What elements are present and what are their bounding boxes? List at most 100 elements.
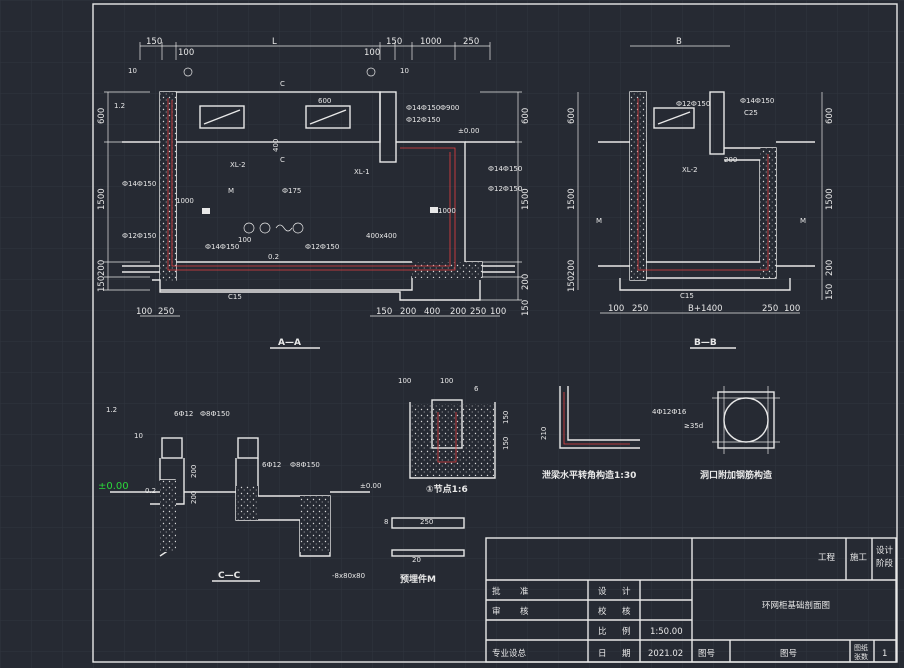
tb-r2-c: 比 [598,626,607,637]
bb-caption: B—B [694,338,717,348]
aa-label-100: 100 [238,236,251,244]
hole-note: 4Ф12Ф16 [652,408,687,416]
bb-label-xl2: XL-2 [682,166,698,174]
bb-dim-bot-4: 250 [762,304,778,314]
hole-note2: ≥35d [684,422,703,430]
hole-caption: 洞口附加钢筋构造 [700,469,773,481]
aa-label-xl2: XL-2 [230,161,246,169]
aa-label-1000b: 1000 [438,207,456,215]
aa-label-hole: 400x400 [366,232,397,240]
aa-label-m-left: M [228,187,234,195]
aa-dim-top-7: 250 [463,37,479,47]
aa-dim-top-1: 150 [146,37,162,47]
bb-label-r12: Ф12Ф150 [676,100,710,108]
tb-stage: 施工 [850,552,868,563]
bb-dim-left-200: 200 [567,260,577,276]
tb-r2-d: 例 [622,626,631,637]
cc-caption: C—C [218,571,241,581]
node1-dim-150a: 150 [502,411,510,424]
aa-dim-right-600: 600 [521,108,531,124]
aa-label-pipe: Ф900 [440,104,459,112]
aa-label-10a: 10 [128,67,137,75]
aa-dim-top-5: 150 [386,37,402,47]
aa-dim-right-1500: 1500 [521,188,531,210]
embedded-plate: 250 8 20 -8x80x80 预埋件M [332,517,465,585]
aa-label-r14b: Ф14Ф150 [488,165,522,173]
plate-dim-8: 8 [384,518,388,526]
bb-dim-left-600: 600 [567,108,577,124]
section-c-c: ±0.00 ±0.00 0.2 6Ф12 Ф8Ф150 6Ф12 Ф8Ф150 … [98,406,381,582]
aa-dim-bot-r4: 200 [450,307,466,317]
hole-detail: 4Ф12Ф16 ≥35d 洞口附加钢筋构造 [652,386,780,481]
aa-label-400: 400 [272,139,280,152]
aa-dim-right-200: 200 [521,274,531,290]
aa-label-r12b: Ф12Ф150 [488,185,522,193]
tb-r3-c: 日 [598,649,607,659]
section-a-a: 150 100 L 100 150 1000 250 10 10 600 150… [97,37,531,349]
bb-label-r14: Ф14Ф150 [740,97,774,105]
plate-dim-250: 250 [420,518,433,526]
tb-r0-c: 设 [598,586,607,597]
aa-dim-top-6: 1000 [420,37,442,47]
tb-drawing-title: 环网柜基础剖面图 [762,600,830,611]
aa-dim-bot-r2: 200 [400,307,416,317]
corner-caption: 泄梁水平转角构造1:30 [542,469,636,481]
node-1-detail: 100 100 6 150 150 ①节点1:6 [398,377,510,495]
bb-dim-right-600: 600 [825,108,835,124]
corner-detail: 210 泄梁水平转角构造1:30 [540,386,640,481]
bb-dim-right-200: 200 [825,260,835,276]
tb-design: 设计 [876,545,894,556]
cc-label-r6b: 6Ф12 [262,461,281,469]
tb-r0-d: 计 [622,586,631,597]
tb-date: 2021.02 [648,649,683,659]
cc-label-10: 10 [134,432,143,440]
aa-label-r14a: Ф14Ф150 [406,104,440,112]
aa-label-a12: 1.2 [114,102,125,110]
cc-label-r8: Ф8Ф150 [200,410,230,418]
bb-label-m2: M [800,217,806,225]
bb-label-m1: M [596,217,602,225]
bb-label-c15: C15 [680,292,694,300]
tb-r1-c: 校 [598,606,607,617]
cc-label-02: 0.2 [145,487,156,495]
section-b-b: B 600 1500 200 150 600 1500 200 150 Ф12Ф… [567,37,835,349]
title-block: 工程 施工 设计 阶段 环网柜基础剖面图 批 准 设 计 审 核 校 核 比 例… [485,537,897,663]
aa-dim-bot-l1: 100 [136,307,152,317]
node1-caption: ①节点1:6 [426,483,468,495]
node1-dim-150b: 150 [502,437,510,450]
cc-label-200b: 200 [190,491,198,504]
tb-r1-d: 核 [622,606,631,617]
aa-dim-bot-l2: 250 [158,307,174,317]
aa-label-c15: C15 [228,293,242,301]
cc-label-r8b: Ф8Ф150 [290,461,320,469]
tb-r0-b: 准 [520,586,529,597]
tb-scale: 1:50.00 [650,627,683,637]
cc-elev-green: ±0.00 [98,481,129,492]
plate-label: -8x80x80 [332,572,365,580]
aa-label-r12a: Ф12Ф150 [406,116,440,124]
tb-sheet-label2: 张数 [854,652,868,661]
bb-label-200: 200 [724,156,737,164]
bb-dim-bot-2: 250 [632,304,648,314]
node1-dim-100: 100 [440,377,453,385]
aa-dim-left-200: 200 [97,260,107,276]
aa-label-r12c: Ф12Ф150 [122,232,156,240]
aa-dim-right-150: 150 [521,300,531,316]
aa-dim-bot-r1: 150 [376,307,392,317]
aa-label-slope: 0.2 [268,253,279,261]
bb-dim-right-1500: 1500 [825,188,835,210]
bb-dim-bot-3: B+1400 [688,304,723,314]
tb-sheet-label: 图纸 [854,643,868,652]
aa-dim-bot-r6: 100 [490,307,506,317]
aa-label-elev: ±0.00 [458,127,479,135]
aa-dim-top-2: 100 [178,48,194,58]
bb-dim-left-150: 150 [567,276,577,292]
cc-label-r6: 6Ф12 [174,410,193,418]
aa-label-r14c: Ф14Ф150 [122,180,156,188]
tb-sheet: 1 [882,649,887,659]
cc-label-200a: 200 [190,465,198,478]
tb-project: 工程 [818,553,836,563]
tb-r1-a: 审 [492,606,501,617]
aa-dim-left-1500: 1500 [97,188,107,210]
